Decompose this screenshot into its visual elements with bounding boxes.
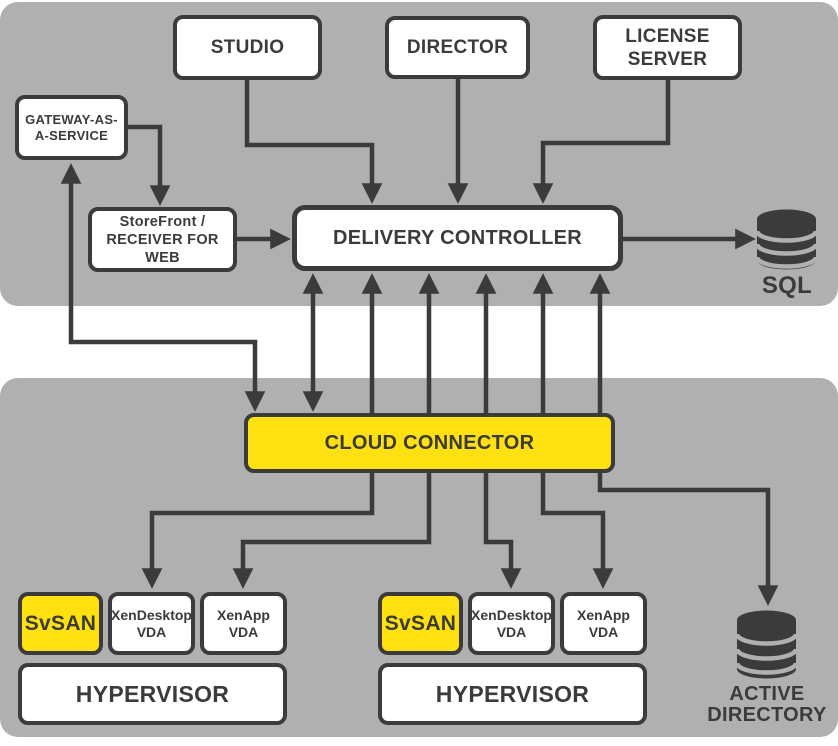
studio-box: STUDIO bbox=[173, 15, 322, 80]
delivery-controller-box: DELIVERY CONTROLLER bbox=[292, 205, 623, 271]
xenapp-vda-label-1-line1: XenApp bbox=[217, 606, 270, 623]
xenapp-vda-label-1-line2: VDA bbox=[228, 623, 259, 640]
svsan-box-2: SvSAN bbox=[378, 592, 463, 655]
xenapp-vda-label-2-line2: VDA bbox=[588, 623, 619, 640]
license-server-label-line2: SERVER bbox=[627, 48, 708, 70]
gateway-label-line1: GATEWAY-AS- bbox=[25, 111, 118, 127]
sql-label: SQL bbox=[761, 272, 813, 299]
director-label: DIRECTOR bbox=[406, 36, 509, 58]
xendesktop-vda-box-1: XenDesktop VDA bbox=[108, 592, 195, 655]
gateway-label-line2: A-SERVICE bbox=[34, 127, 109, 143]
arrow-cloud-connector-to-xenapp-vda-1 bbox=[232, 470, 432, 589]
svsan-box-1: SvSAN bbox=[18, 592, 103, 655]
xenapp-vda-label-2-line1: XenApp bbox=[577, 606, 630, 623]
active-directory-database-icon bbox=[734, 610, 799, 679]
arrow-license-server-to-delivery-controller bbox=[532, 80, 671, 204]
sql-database-icon bbox=[754, 209, 819, 270]
active-directory-label: ACTIVE DIRECTORY bbox=[681, 684, 838, 726]
studio-label: STUDIO bbox=[210, 36, 285, 58]
hypervisor-box-1: HYPERVISOR bbox=[18, 663, 287, 725]
arrow-gateway-to-storefront bbox=[128, 124, 171, 206]
arrow-cloud-connector-to-active-directory bbox=[597, 470, 779, 606]
hypervisor-label-1: HYPERVISOR bbox=[75, 680, 230, 707]
xenapp-vda-box-2: XenApp VDA bbox=[560, 592, 647, 655]
gateway-as-a-service-box: GATEWAY-AS- A-SERVICE bbox=[15, 95, 128, 160]
active-directory-label-line2: DIRECTORY bbox=[707, 704, 827, 726]
xenapp-vda-box-1: XenApp VDA bbox=[200, 592, 287, 655]
xendesktop-vda-box-2: XenDesktop VDA bbox=[468, 592, 555, 655]
arrow-gateway-cloud-connector-bidirectional bbox=[60, 163, 266, 412]
storefront-box: StoreFront / RECEIVER FOR WEB bbox=[88, 207, 237, 272]
active-directory-label-line1: ACTIVE bbox=[729, 683, 805, 705]
svsan-label-1: SvSAN bbox=[24, 611, 97, 635]
hypervisor-box-2: HYPERVISOR bbox=[378, 663, 647, 725]
license-server-box: LICENSE SERVER bbox=[593, 15, 742, 80]
storefront-label-line1: StoreFront / bbox=[119, 213, 206, 230]
director-box: DIRECTOR bbox=[385, 16, 530, 79]
xendesktop-vda-label-1-line2: VDA bbox=[136, 623, 167, 640]
delivery-controller-label: DELIVERY CONTROLLER bbox=[332, 226, 583, 249]
xendesktop-vda-label-2-line2: VDA bbox=[496, 623, 527, 640]
arrow-cloud-connector-to-xendesktop-vda-2 bbox=[483, 470, 522, 589]
svsan-label-2: SvSAN bbox=[384, 611, 457, 635]
arrow-cloud-connector-to-xendesktop-vda-1 bbox=[141, 470, 375, 589]
xendesktop-vda-label-2-line1: XenDesktop bbox=[471, 606, 552, 623]
arrow-cloud-connector-to-xenapp-vda-2 bbox=[540, 470, 614, 589]
storefront-label-line2: RECEIVER FOR WEB bbox=[106, 231, 219, 266]
xendesktop-vda-label-1-line1: XenDesktop bbox=[111, 606, 192, 623]
hypervisor-label-2: HYPERVISOR bbox=[435, 680, 590, 707]
cloud-connector-label: CLOUD CONNECTOR bbox=[324, 431, 535, 454]
cloud-connector-box: CLOUD CONNECTOR bbox=[244, 413, 615, 473]
arrow-studio-to-delivery-controller bbox=[244, 80, 383, 204]
license-server-label-line1: LICENSE bbox=[625, 25, 710, 47]
